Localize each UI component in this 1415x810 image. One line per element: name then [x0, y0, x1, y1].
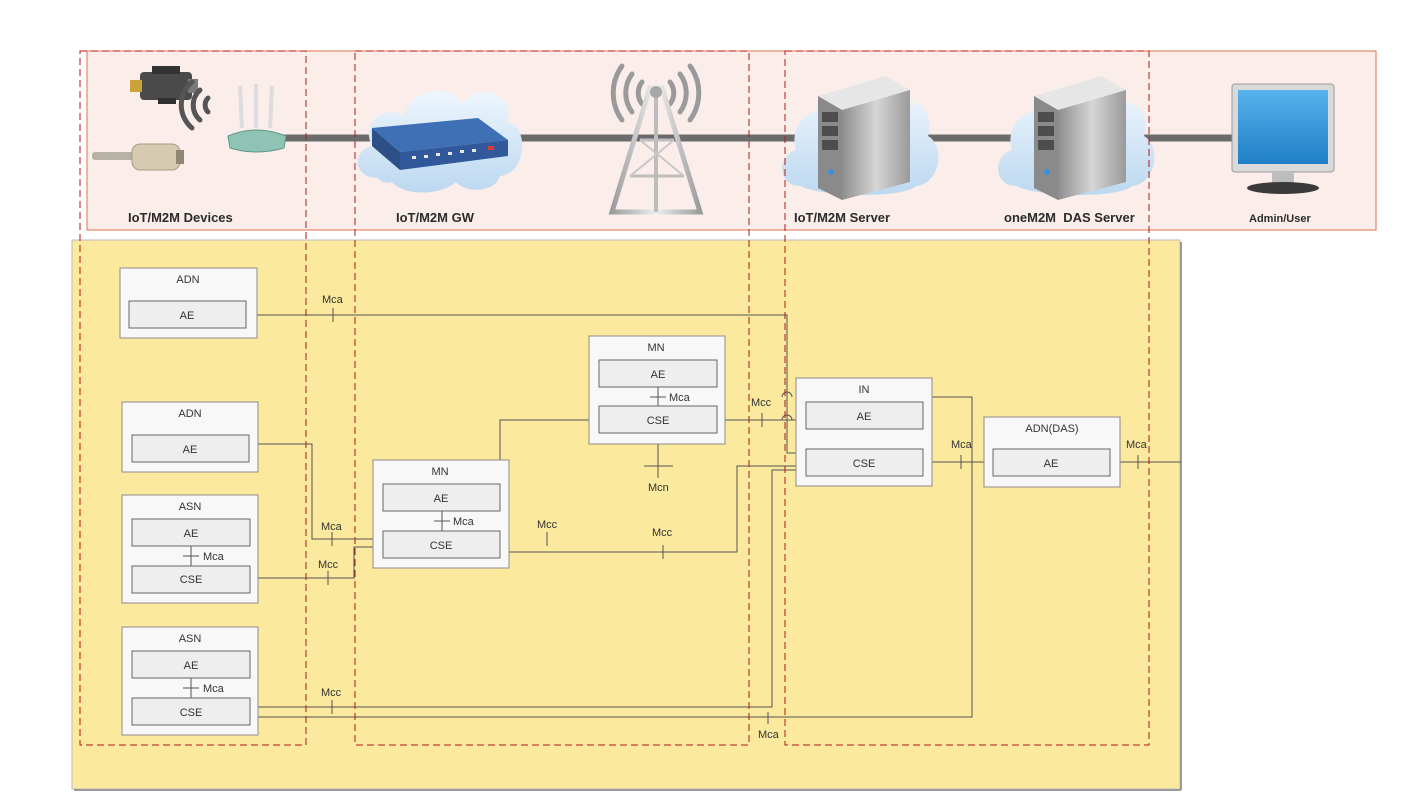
in-node-cse: CSE — [853, 458, 876, 470]
das-server-icon — [1034, 76, 1126, 200]
asn-node-2-mca: Mca — [203, 683, 225, 695]
mn-node-left-title: MN — [431, 466, 448, 478]
asn-node-1-mca: Mca — [203, 551, 225, 563]
asn-node-1-ae: AE — [184, 528, 199, 540]
server-region — [784, 50, 1150, 746]
asn-node-1-cse: CSE — [180, 574, 203, 586]
in-node[interactable]: IN AE CSE — [795, 377, 933, 487]
probe-sensor-icon — [92, 143, 184, 171]
adn-node-2[interactable]: ADN AE — [121, 401, 259, 473]
in-node-title: IN — [859, 384, 870, 396]
adn-node-1-ae: AE — [180, 310, 195, 322]
asn-node-1[interactable]: ASN AE Mca CSE — [121, 494, 259, 604]
mn-node-top-mca: Mca — [669, 392, 691, 404]
adn-node-1-title: ADN — [176, 274, 199, 286]
cell-tower-icon — [608, 63, 704, 215]
ref-mcc-mn-in: Mcc — [652, 527, 673, 539]
adn-das-node-title: ADN(DAS) — [1025, 423, 1078, 435]
adn-node-1[interactable]: ADN AE — [119, 267, 258, 339]
devices-label: IoT/M2M Devices — [128, 210, 233, 225]
server-label: IoT/M2M Server — [794, 210, 890, 225]
devices-region — [79, 50, 307, 746]
reference-point-labels: Mca Mca Mcc Mcc Mcc Mcc Mcn Mca Mca Mcc … — [318, 294, 1148, 741]
asn-node-2[interactable]: ASN AE Mca CSE — [121, 626, 259, 736]
mn-node-top-ae: AE — [651, 369, 666, 381]
ref-mcc-mn-top: Mcc — [751, 397, 772, 409]
mn-node-left-cse: CSE — [430, 540, 453, 552]
monitor-icon — [1231, 83, 1335, 194]
server-icon — [818, 76, 910, 200]
in-node-ae: AE — [857, 411, 872, 423]
gateway-label: IoT/M2M GW — [396, 210, 475, 225]
adn-node-2-title: ADN — [178, 408, 201, 420]
das-server-label: oneM2M DAS Server — [1004, 210, 1135, 225]
ref-mcc-asn1: Mcc — [318, 559, 339, 571]
adn-node-2-ae: AE — [183, 444, 198, 456]
gateway-region — [354, 50, 750, 746]
ref-mcc-mid: Mcc — [537, 519, 558, 531]
ref-mcn: Mcn — [648, 482, 669, 494]
mn-node-top-title: MN — [647, 342, 664, 354]
admin-label: Admin/User — [1249, 213, 1311, 225]
mn-node-top-cse: CSE — [647, 415, 670, 427]
asn-node-2-title: ASN — [179, 633, 202, 645]
ref-mca-bottom: Mca — [758, 729, 780, 741]
mn-node-top[interactable]: MN AE Mca CSE — [588, 335, 726, 445]
adn-das-node-ae: AE — [1044, 458, 1059, 470]
ref-mca-in-das: Mca — [951, 439, 973, 451]
mn-node-left-mca: Mca — [453, 516, 475, 528]
ref-mca-adn1: Mca — [322, 294, 344, 306]
ref-mcc-asn2: Mcc — [321, 687, 342, 699]
mn-node-left[interactable]: MN AE Mca CSE — [372, 459, 510, 569]
asn-node-1-title: ASN — [179, 501, 202, 513]
gateway-device-icon — [372, 118, 508, 170]
asn-node-2-ae: AE — [184, 660, 199, 672]
wifi-signal-icon — [178, 79, 211, 131]
adn-das-node[interactable]: ADN(DAS) AE — [983, 416, 1121, 488]
mn-node-left-ae: AE — [434, 493, 449, 505]
wireless-router-icon — [227, 84, 287, 153]
ref-mca-das-out: Mca — [1126, 439, 1148, 451]
asn-node-2-cse: CSE — [180, 707, 203, 719]
ref-mca-adn2: Mca — [321, 521, 343, 533]
sensor-icon — [130, 66, 198, 104]
dashed-regions — [79, 50, 1150, 746]
